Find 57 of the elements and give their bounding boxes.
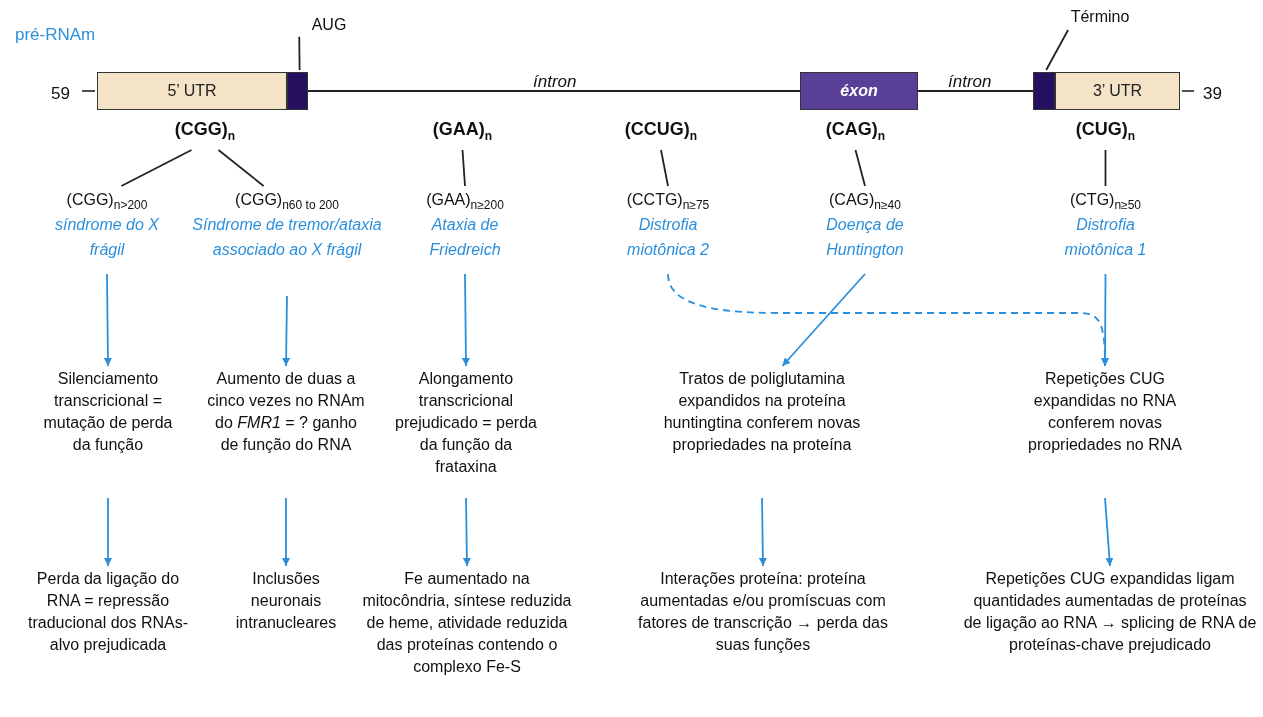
arrow — [667, 273, 1109, 367]
arrow — [462, 497, 471, 567]
repeat-label: (CCUG)$_{n}$ — [612, 118, 710, 150]
description-text: Repetições CUG expandidas no RNA conferem novas propriedades no RNA — [1028, 368, 1182, 498]
region-label: íntron — [947, 72, 993, 92]
connector-line — [660, 149, 669, 187]
description-text: Tratos de poliglutamina expandidos na proteína huntingtina conferem novas propriedades na proteína — [660, 368, 864, 498]
disease-name: síndrome do X frágil — [53, 215, 161, 260]
arrow — [104, 497, 112, 567]
description-text: Interações proteína: proteína aumentadas e/ou promíscuas com fatores de transcrição → perda das suas funções — [635, 568, 891, 698]
repeat-count: (CGG)$_{n>200}$ — [65, 190, 149, 212]
connector-line — [120, 149, 193, 187]
utr-box: 5’ UTR — [97, 72, 287, 110]
leader-line — [1045, 29, 1069, 71]
arrow — [282, 497, 290, 567]
arrow — [781, 273, 866, 367]
repeat-label: (GAA)$_{n}$ — [415, 118, 510, 150]
description-text: Repetições CUG expandidas ligam quantidades aumentadas de proteínas de ligação ao RNA → splicing de RNA de proteínas-chave prejudicado — [963, 568, 1257, 698]
disease-name: Distrofia miotônica 2 — [626, 215, 710, 260]
region-label: íntron — [532, 72, 578, 92]
disease-name: Doença de Huntington — [825, 215, 905, 260]
arrow — [461, 273, 470, 367]
description-text: Silenciamento transcricional = mutação de perda da função — [38, 368, 178, 498]
arrow — [1104, 497, 1114, 567]
connector-line — [217, 149, 265, 187]
repeat-label: (CAG)$_{n}$ — [808, 118, 903, 150]
repeat-count: (CCTG)$_{n≥75}$ — [625, 190, 711, 212]
repeat-label: (CUG)$_{n}$ — [1058, 118, 1153, 150]
repeat-label: (CGG)$_{n}$ — [160, 118, 250, 150]
exon-box: éxon — [800, 72, 918, 110]
intron-line — [307, 90, 801, 92]
start-codon-box — [287, 72, 308, 110]
connector-line — [1104, 149, 1107, 187]
repeat-count: (CGG)$_{n60 to 200}$ — [234, 190, 340, 212]
connector-line — [854, 149, 866, 187]
arrow — [282, 295, 291, 367]
arrow — [103, 273, 112, 367]
arrow — [758, 497, 767, 567]
repeat-count: (CAG)$_{n≥40}$ — [828, 190, 902, 212]
disease-name: Ataxia de Friedreich — [428, 215, 502, 260]
codon-label: Término — [1062, 6, 1138, 30]
repeat-count: (CTG)$_{n≥50}$ — [1068, 190, 1142, 212]
utr-box: 3’ UTR — [1055, 72, 1180, 110]
disease-name: Distrofia miotônica 1 — [1063, 215, 1148, 260]
description-text: Alongamento transcricional prejudicado = perda da função da frataxina — [394, 368, 538, 498]
description-text: Perda da ligação do RNA = repressão traducional dos RNAs-alvo prejudicada — [20, 568, 196, 698]
intron-line — [917, 90, 1034, 92]
description-text: Fe aumentado na mitocôndria, síntese reduzida de heme, atividade reduzida das proteínas contendo o complexo Fe-S — [360, 568, 574, 708]
connector-line — [461, 149, 466, 187]
repeat-count: (GAA)$_{n≥200}$ — [425, 190, 505, 212]
stop-codon-box — [1033, 72, 1055, 110]
description-text: Inclusões neuronais intranucleares — [224, 568, 348, 658]
sequence-label: pré-RNAm — [14, 25, 97, 45]
description-text: Aumento de duas a cinco vezes no RNAm do FMR1 = ? ganho de função do RNA — [205, 368, 367, 498]
codon-label: AUG — [298, 14, 360, 38]
leader-line — [298, 35, 301, 71]
disease-name: Síndrome de tremor/ataxia associado ao X frágil — [191, 215, 383, 260]
